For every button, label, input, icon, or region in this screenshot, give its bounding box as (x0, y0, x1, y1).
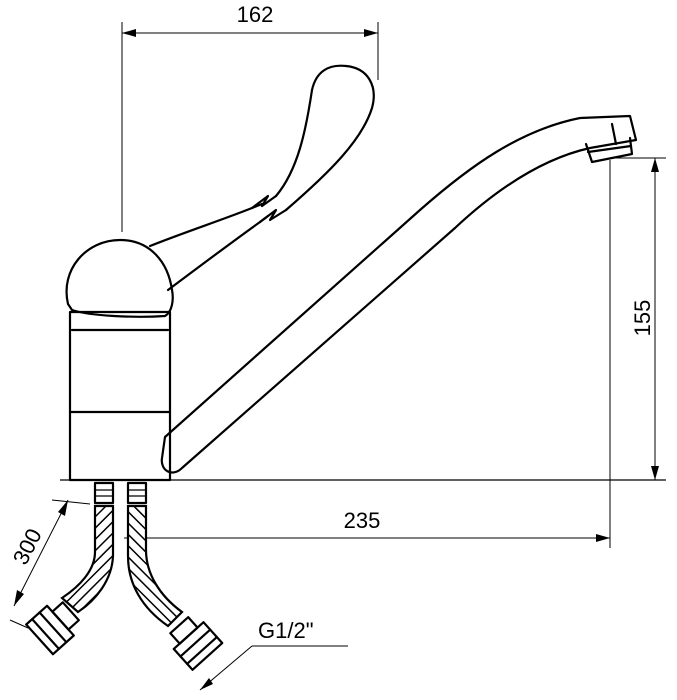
dimension-label-300: 300 (8, 525, 47, 569)
dimension-label-235: 235 (344, 508, 381, 533)
left-braided-hose (25, 504, 115, 656)
faucet-body (65, 238, 174, 482)
spout (160, 114, 638, 474)
dimension-handle-width: 162 (121, 2, 379, 232)
dimension-spout-height: 155 (610, 157, 666, 480)
hose-fittings (93, 481, 148, 505)
thread-callout: G1/2" (199, 618, 348, 691)
thread-label: G1/2" (258, 618, 314, 643)
dimension-label-155: 155 (630, 300, 655, 337)
dimension-label-162: 162 (237, 2, 274, 27)
lever-handle (148, 64, 375, 292)
dimension-spout-reach: 235 (124, 160, 611, 548)
right-braided-hose (126, 504, 224, 671)
